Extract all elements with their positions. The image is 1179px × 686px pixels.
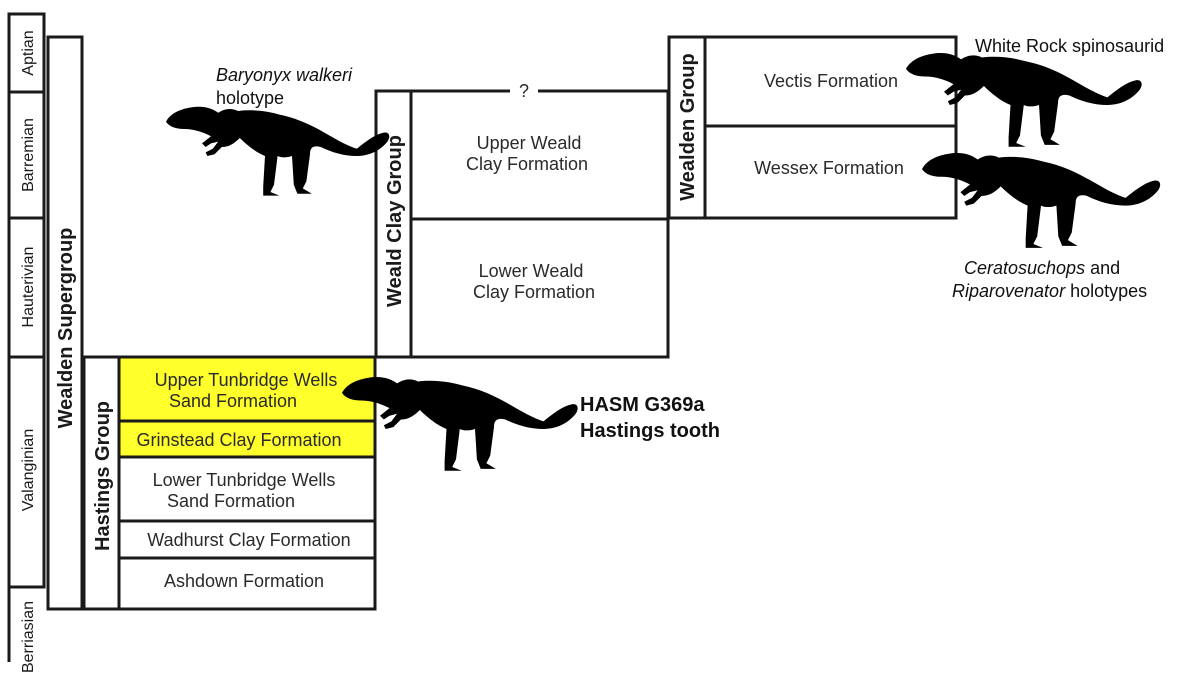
baryonyx-holotype-text: holotype <box>216 88 285 108</box>
uncertain-boundary-mark: ? <box>519 81 529 101</box>
ceratosuchops-riparovenator-label: Ceratosuchops and Riparovenator holotype… <box>952 257 1147 303</box>
formation-vectis: Vectis Formation <box>764 71 898 91</box>
ceratosuchops-taxon-name: Ceratosuchops <box>964 258 1086 278</box>
weald-clay-group-label: Weald Clay Group <box>384 135 406 307</box>
spinosaurid-silhouette-hastings <box>342 376 578 471</box>
stage-label-aptian: Aptian <box>20 30 37 75</box>
formation-box-wadhurst <box>117 519 377 560</box>
formation-lower-tunbridge-line2: Sand Formation <box>167 491 295 511</box>
formation-box-lower-weald <box>409 217 670 359</box>
formation-grinstead: Grinstead Clay Formation <box>136 430 341 450</box>
supergroup-box <box>46 35 84 611</box>
stage-box-barremian <box>7 90 46 220</box>
stage-label-barremian: Barremian <box>20 118 37 192</box>
stage-box-valanginian <box>7 355 46 589</box>
supergroup-label: Wealden Supergroup <box>55 228 77 429</box>
formation-wessex: Wessex Formation <box>754 158 904 178</box>
formation-box-wessex <box>703 124 958 220</box>
and-text: and <box>1085 258 1121 278</box>
formation-wadhurst: Wadhurst Clay Formation <box>147 530 350 550</box>
formation-box-ashdown <box>117 556 377 611</box>
stage-label-berriasian: Berriasian <box>20 601 37 673</box>
stage-column: Aptian Barremian Hauterivian Valanginian… <box>7 12 46 673</box>
hastings-group-label: Hastings Group <box>92 401 114 551</box>
formation-ashdown: Ashdown Formation <box>164 571 324 591</box>
wealden-group-box <box>667 35 707 220</box>
baryonyx-taxon-name: Baryonyx walkeri <box>216 65 353 85</box>
formation-upper-weald-line1: Upper Weald <box>477 133 582 153</box>
formation-lower-weald-line2: Clay Formation <box>473 282 595 302</box>
baryonyx-label: Baryonyx walkeri holotype <box>216 64 352 110</box>
spinosaurid-silhouette-ceratosuchops <box>922 153 1161 248</box>
spinosaurid-silhouette-baryonyx <box>166 106 390 196</box>
wealden-group-label: Wealden Group <box>677 53 699 200</box>
holotypes-text: holotypes <box>1065 281 1148 301</box>
specimen-description: Hastings tooth <box>580 420 720 442</box>
formation-upper-tunbridge-line1: Upper Tunbridge Wells <box>155 370 338 390</box>
hastings-tooth-label: HASM G369a Hastings tooth <box>580 392 720 444</box>
formation-box-grinstead <box>117 419 377 459</box>
stage-label-valanginian: Valanginian <box>20 429 37 511</box>
formation-upper-weald-line2: Clay Formation <box>466 154 588 174</box>
formation-box-lower-tunbridge <box>117 455 377 523</box>
formation-lower-weald-line1: Lower Weald <box>479 261 584 281</box>
formation-upper-tunbridge-line2: Sand Formation <box>169 391 297 411</box>
stage-label-hauterivian: Hauterivian <box>20 247 37 328</box>
formation-lower-tunbridge-line1: Lower Tunbridge Wells <box>153 470 336 490</box>
formation-box-upper-weald <box>409 89 670 221</box>
uncertain-mark-background <box>510 80 538 102</box>
riparovenator-taxon-name: Riparovenator <box>952 281 1066 301</box>
specimen-number: HASM G369a <box>580 394 705 416</box>
white-rock-label: White Rock spinosaurid <box>975 36 1165 56</box>
